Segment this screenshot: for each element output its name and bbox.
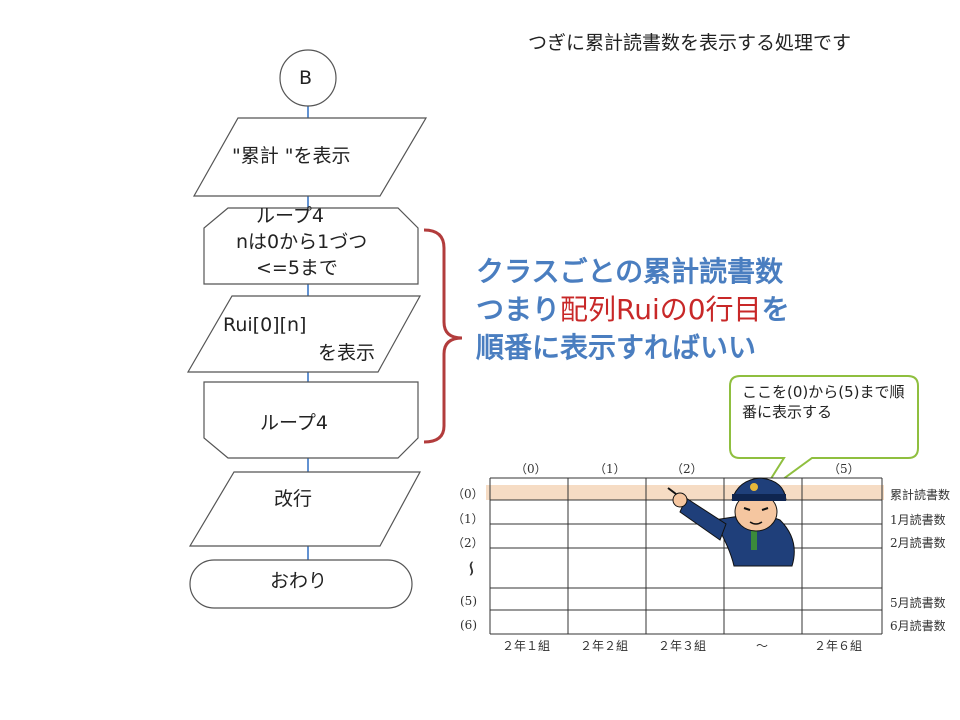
speech-bubble-text: ここを(0)から(5)まで順番に表示する: [742, 383, 905, 421]
callout-line2: つまり配列Ruiの0行目を: [476, 291, 790, 329]
newline-shape: [188, 471, 422, 547]
row-label-month5: 5月読書数: [890, 596, 946, 610]
output-rui-line2: を表示: [318, 342, 376, 364]
row-header-ellipsis: ∽: [458, 559, 484, 578]
connector-label: B: [299, 67, 313, 89]
output-rui-shape: [186, 295, 422, 373]
loop-start-shape: [203, 207, 419, 285]
row-header-1: （1）: [452, 512, 484, 526]
footer-tilde: ～: [756, 639, 769, 653]
end-label: おわり: [270, 570, 328, 592]
row-label-month2: 2月読書数: [890, 536, 946, 550]
footer-class-2: ２年２組: [580, 639, 629, 653]
callout-line2-highlight: 配列Ruiの0行目: [560, 293, 762, 326]
callout-line3: 順番に表示すればいい: [476, 331, 757, 364]
newline-label: 改行: [274, 488, 313, 510]
footer-class-1: ２年１組: [502, 639, 551, 653]
callout-line2-suffix: を: [761, 293, 790, 326]
row-header-2: （2）: [452, 536, 484, 550]
footer-class-6: ２年６組: [814, 639, 863, 653]
police-officer-illustration: [667, 477, 795, 567]
loop-start-line2: nは0から1づつ: [236, 231, 368, 253]
output-total-label: "累計 "を表示: [232, 145, 351, 167]
callout-line1: クラスごとの累計読書数: [476, 255, 784, 288]
loop-start-line1: ループ4: [256, 205, 324, 227]
row-header-6: (6): [460, 618, 477, 632]
row-label-total: 累計読書数: [890, 488, 951, 502]
speech-bubble-shape: [729, 375, 919, 497]
connector-circle: [279, 49, 337, 107]
col-header-2: （2）: [671, 462, 703, 476]
col-header-0: （0）: [515, 462, 547, 476]
output-total-shape: [192, 117, 428, 197]
page-title: つぎに累計読書数を表示する処理です: [528, 32, 852, 54]
row-label-month6: 6月読書数: [890, 619, 946, 633]
col-header-1: （1）: [594, 462, 626, 476]
loop-end-shape: [203, 381, 419, 459]
callout-line2-prefix: つまり: [476, 293, 561, 326]
row-header-5: (5): [460, 594, 477, 608]
col-header-5: （5）: [828, 462, 860, 476]
row-label-month1: 1月読書数: [890, 513, 946, 527]
loop-start-line3: <=5まで: [256, 257, 338, 279]
end-terminator-shape: [189, 559, 413, 609]
brace-bracket: [423, 228, 463, 444]
footer-class-3: ２年３組: [658, 639, 707, 653]
output-rui-line1: Rui[0][n]: [223, 314, 307, 336]
loop-end-label: ループ4: [260, 412, 328, 434]
row-header-0: （0）: [452, 487, 484, 501]
callout-block: クラスごとの累計読書数 つまり配列Ruiの0行目を 順番に表示すればいい: [476, 253, 790, 367]
